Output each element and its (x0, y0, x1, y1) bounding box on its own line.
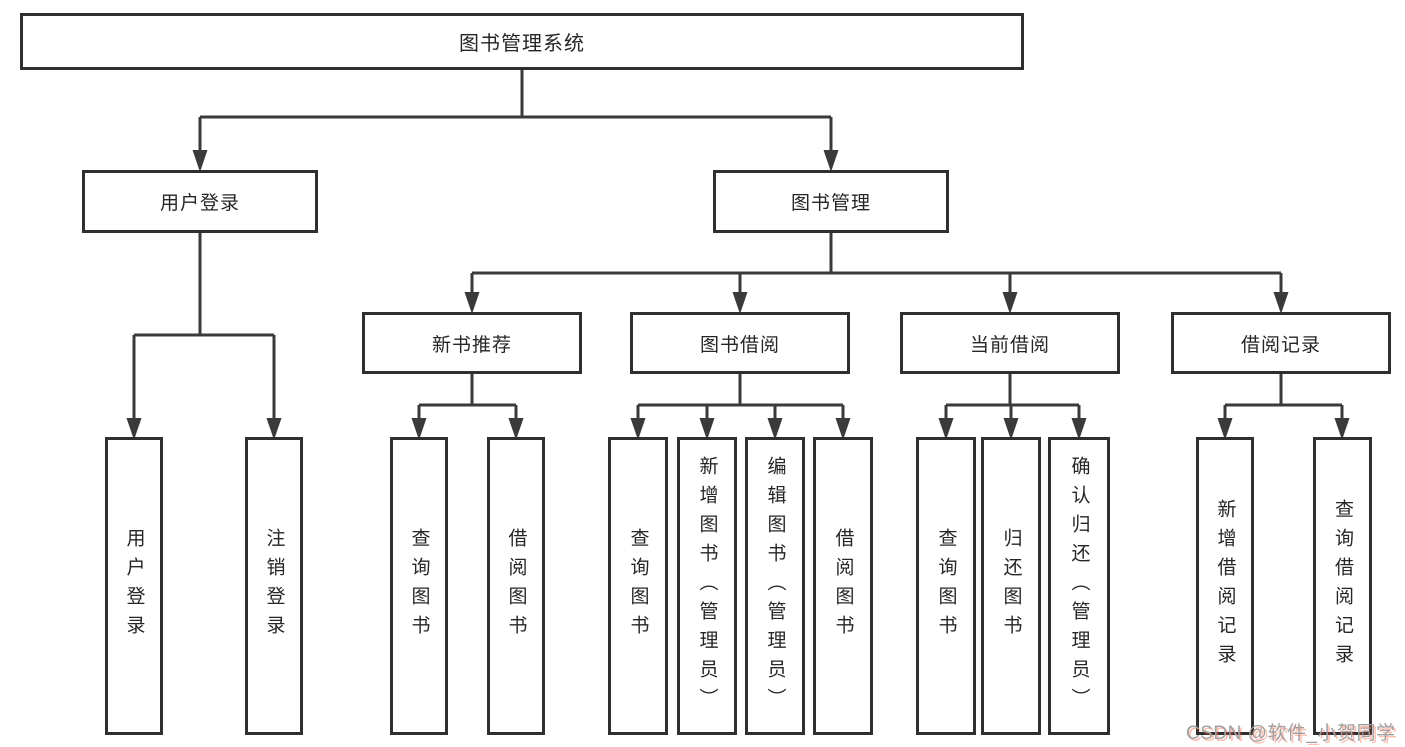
leaf-label: 查询图书 (935, 528, 957, 644)
leaf-user-login: 用户登录 (105, 437, 163, 735)
leaf-query-books-current: 查询图书 (916, 437, 976, 735)
leaf-label: 借阅图书 (505, 528, 527, 644)
leaf-label: 注销登录 (263, 528, 285, 644)
leaf-label: 查询图书 (408, 528, 430, 644)
leaf-add-borrow-record: 新增借阅记录 (1196, 437, 1254, 735)
leaf-add-books-admin: 新增图书（管理员） (677, 437, 737, 735)
node-book-borrowing: 图书借阅 (630, 312, 850, 374)
node-current-borrowing: 当前借阅 (900, 312, 1120, 374)
leaf-return-books: 归还图书 (981, 437, 1041, 735)
leaf-label: 确认归还（管理员） (1068, 455, 1090, 717)
leaf-query-books-borrow: 查询图书 (608, 437, 668, 735)
node-book-management: 图书管理 (713, 170, 949, 233)
leaf-logout: 注销登录 (245, 437, 303, 735)
node-new-book-recommendation: 新书推荐 (362, 312, 582, 374)
leaf-edit-books-admin: 编辑图书（管理员） (745, 437, 805, 735)
csdn-watermark: CSDN @软件_小贺同学 (1186, 723, 1396, 744)
leaf-label: 新增图书（管理员） (696, 455, 718, 717)
leaf-borrow-books-recommend: 借阅图书 (487, 437, 545, 735)
leaf-label: 编辑图书（管理员） (764, 455, 786, 717)
leaf-query-borrow-record: 查询借阅记录 (1313, 437, 1372, 735)
leaf-borrow-books: 借阅图书 (813, 437, 873, 735)
leaf-label: 借阅图书 (832, 528, 854, 644)
leaf-query-books-recommend: 查询图书 (390, 437, 448, 735)
leaf-label: 查询借阅记录 (1332, 499, 1353, 673)
leaf-label: 查询图书 (627, 528, 649, 644)
leaf-label: 用户登录 (123, 528, 145, 644)
leaf-label: 新增借阅记录 (1214, 499, 1236, 673)
node-library-management-system: 图书管理系统 (20, 13, 1024, 70)
leaf-label: 归还图书 (1000, 528, 1022, 644)
leaf-confirm-return-admin: 确认归还（管理员） (1048, 437, 1110, 735)
node-user-login: 用户登录 (82, 170, 318, 233)
node-borrowing-records: 借阅记录 (1171, 312, 1391, 374)
